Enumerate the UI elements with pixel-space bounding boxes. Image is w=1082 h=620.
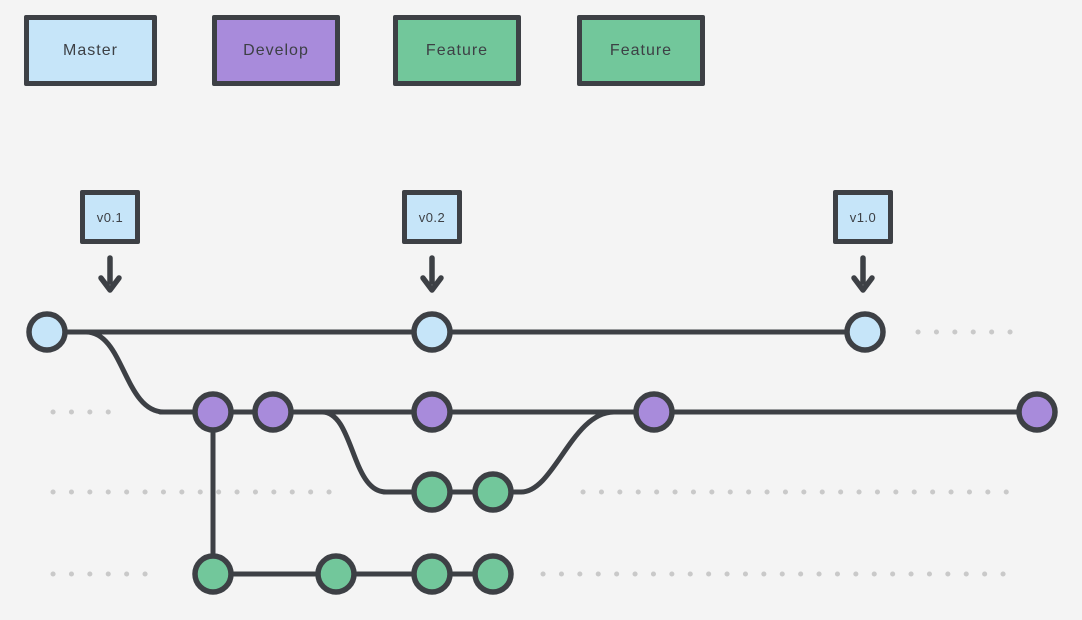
commit-node-feature-lower-4: [472, 553, 514, 595]
commit-node-master-3: [844, 311, 886, 353]
commit-node-develop-1: [192, 391, 234, 433]
legend-box-feature-1: Feature: [393, 15, 521, 86]
develop-to-feature-upper-curve: [319, 409, 389, 495]
legend-box-develop: Develop: [212, 15, 340, 86]
master-to-develop-curve: [83, 329, 167, 415]
tag-arrow-icon: [420, 255, 444, 293]
legend-box-feature-2: Feature: [577, 15, 705, 86]
version-tag-label: v0.1: [96, 209, 124, 225]
commit-node-feature-upper-2: [472, 471, 514, 513]
version-tag-label: v0.2: [418, 209, 446, 225]
commit-node-develop-5: [1016, 391, 1058, 433]
legend-label-master: Master: [63, 41, 118, 59]
version-tag-v0-1: v0.1: [80, 190, 140, 244]
commit-node-feature-upper-1: [411, 471, 453, 513]
commit-node-feature-lower-2: [315, 553, 357, 595]
tag-arrow-icon: [851, 255, 875, 293]
version-tag-v1-0: v1.0: [833, 190, 893, 244]
commit-node-develop-2: [252, 391, 294, 433]
commit-node-develop-4: [633, 391, 675, 433]
version-tag-v0-2: v0.2: [402, 190, 462, 244]
commit-node-feature-lower-3: [411, 553, 453, 595]
commit-node-master-2: [411, 311, 453, 353]
commit-node-develop-3: [411, 391, 453, 433]
legend-label-feature-2: Feature: [609, 41, 673, 59]
legend-label-develop: Develop: [243, 41, 309, 59]
legend-box-master: Master: [24, 15, 157, 86]
commit-node-feature-lower-1: [192, 553, 234, 595]
legend-label-feature-1: Feature: [425, 41, 489, 59]
tag-arrow-icon: [98, 255, 122, 293]
feature-upper-merge-curve: [518, 409, 617, 495]
version-tag-label: v1.0: [849, 209, 877, 225]
commit-node-master-1: [26, 311, 68, 353]
